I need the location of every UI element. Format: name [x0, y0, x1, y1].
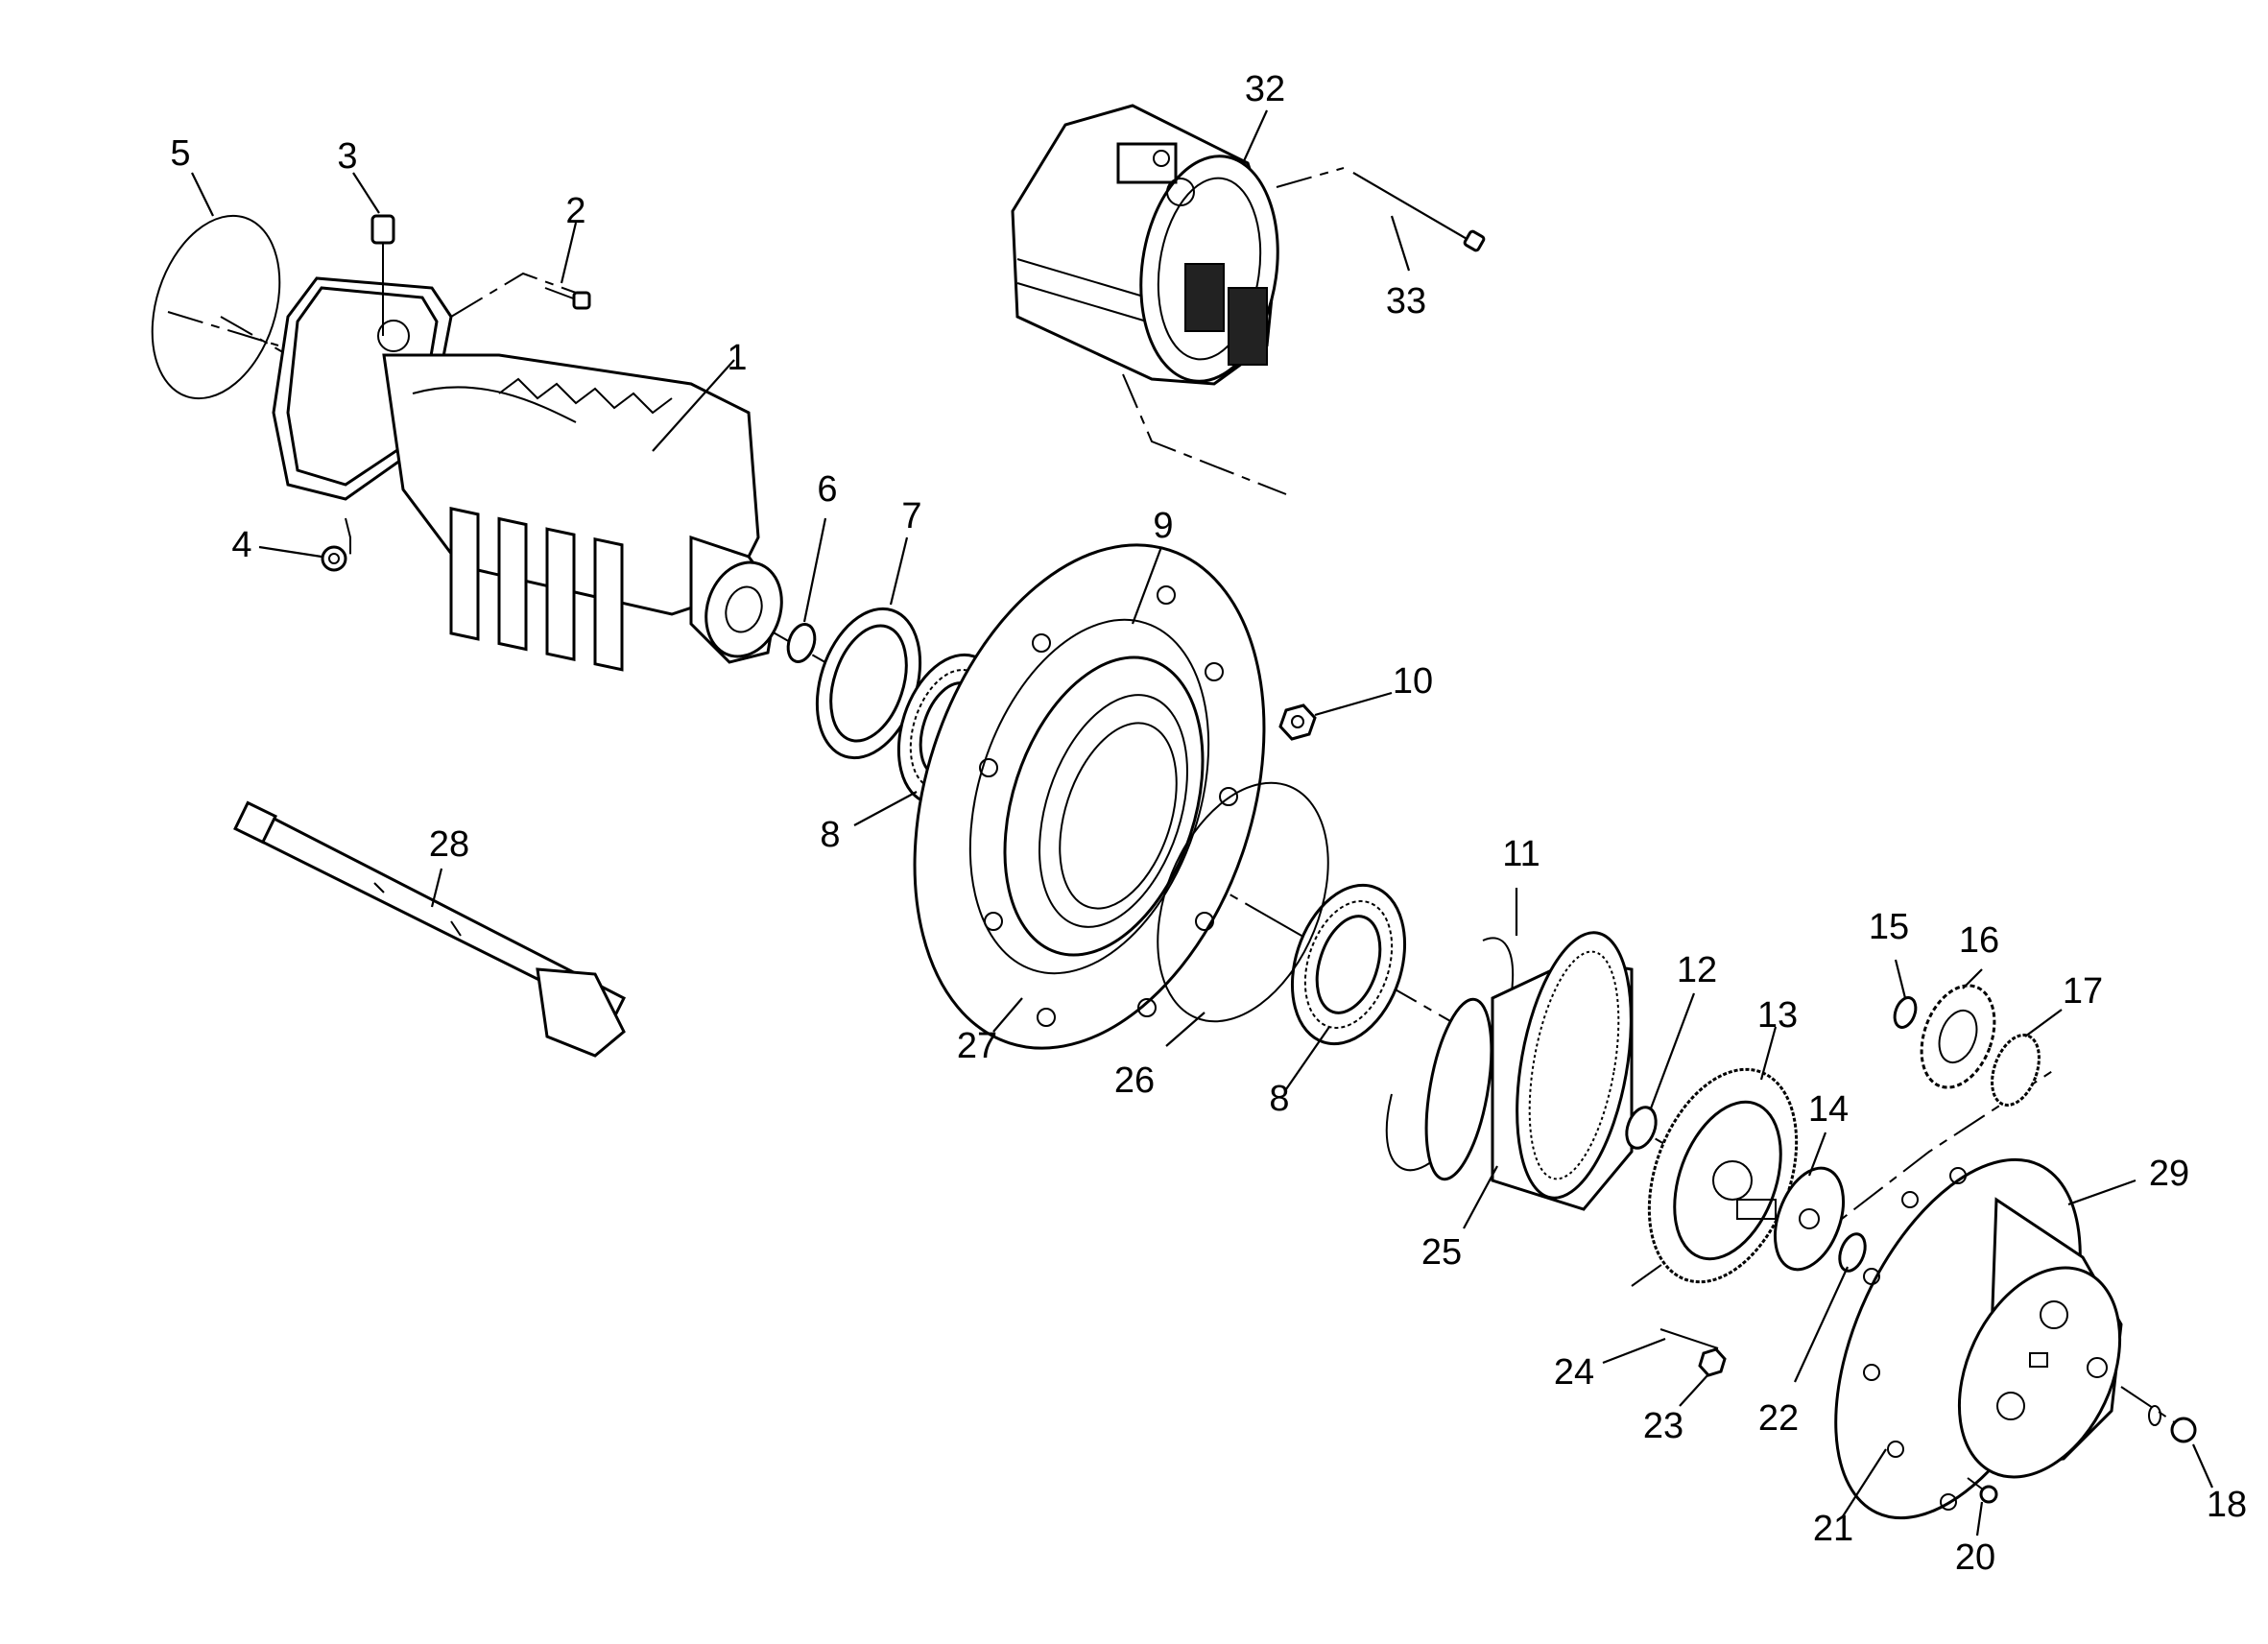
callout-17: 17	[2063, 971, 2103, 1012]
long-bolt-part-33	[1353, 173, 1485, 251]
housing-ribs	[451, 509, 622, 670]
leader-lines	[191, 109, 2214, 1537]
ring-gear-part-25	[1415, 924, 1650, 1209]
bolt-part-2	[545, 288, 589, 308]
callout-25: 25	[1421, 1232, 1462, 1273]
axle-housing-part-1	[274, 278, 794, 670]
seal-part-7	[800, 595, 939, 771]
callout-10: 10	[1393, 661, 1433, 702]
callout-8-lower: 8	[1269, 1079, 1289, 1119]
callout-33: 33	[1386, 281, 1426, 322]
callout-21: 21	[1813, 1509, 1853, 1549]
thrust-washer-part-14	[1762, 1158, 1856, 1278]
bearing-part-8-outer	[1273, 870, 1423, 1059]
callout-18: 18	[2207, 1485, 2247, 1525]
hub-bolt-holes	[980, 586, 1237, 1026]
drain-plug-part-18	[2149, 1406, 2195, 1441]
callout-27: 27	[957, 1026, 997, 1066]
callout-6: 6	[817, 469, 837, 510]
callout-26: 26	[1114, 1060, 1155, 1101]
wheel-hub-part-27	[854, 500, 1325, 1094]
differential-housing-part-32	[1013, 106, 1292, 391]
callout-3: 3	[337, 136, 357, 177]
breather-part-3	[372, 216, 394, 336]
washer-part-22	[1835, 1230, 1870, 1275]
axle-shaft-part-28	[235, 803, 624, 1056]
plug-part-4	[322, 518, 350, 570]
callout-11: 11	[1502, 834, 1540, 874]
bolt-part-20	[1968, 1478, 1996, 1502]
planet-carrier-part-13	[1622, 1049, 1824, 1302]
callout-numbers: 1 2 3 4 5 6 7 8 9 10 11 12 13 14 15 16 1…	[170, 69, 2247, 1578]
callout-15: 15	[1869, 907, 1909, 947]
callout-1: 1	[727, 338, 747, 378]
callout-2: 2	[565, 191, 585, 231]
cover-bolt-holes	[1864, 1168, 1966, 1510]
callout-16: 16	[1959, 920, 1999, 961]
needle-bearing-part-17	[1983, 1029, 2047, 1111]
callout-29: 29	[2149, 1154, 2189, 1194]
callout-32: 32	[1245, 69, 1285, 109]
snap-ring-part-15	[1891, 995, 1920, 1031]
callout-8-upper: 8	[820, 815, 840, 855]
callout-5: 5	[170, 133, 190, 174]
wheel-nut-part-10	[1280, 705, 1315, 739]
callout-22: 22	[1758, 1398, 1799, 1439]
callout-24: 24	[1554, 1352, 1594, 1393]
nut-part-23	[1700, 1349, 1725, 1375]
planetary-cover-part-29	[1785, 1122, 2151, 1555]
callout-9: 9	[1153, 506, 1173, 546]
o-ring-part-26	[1125, 757, 1361, 1046]
callout-7: 7	[901, 496, 921, 536]
callout-13: 13	[1757, 995, 1798, 1036]
callout-23: 23	[1643, 1406, 1683, 1446]
snap-ring-part-12	[1621, 1104, 1660, 1153]
callout-4: 4	[231, 525, 251, 565]
callout-12: 12	[1677, 950, 1717, 990]
stud-part-24	[1660, 1329, 1718, 1348]
planet-gear-part-16	[1908, 975, 2007, 1097]
callout-28: 28	[429, 824, 469, 865]
callout-20: 20	[1955, 1537, 1995, 1578]
callout-14: 14	[1808, 1089, 1849, 1130]
o-ring-part-5	[131, 200, 301, 416]
snap-ring-part-6	[783, 621, 819, 665]
